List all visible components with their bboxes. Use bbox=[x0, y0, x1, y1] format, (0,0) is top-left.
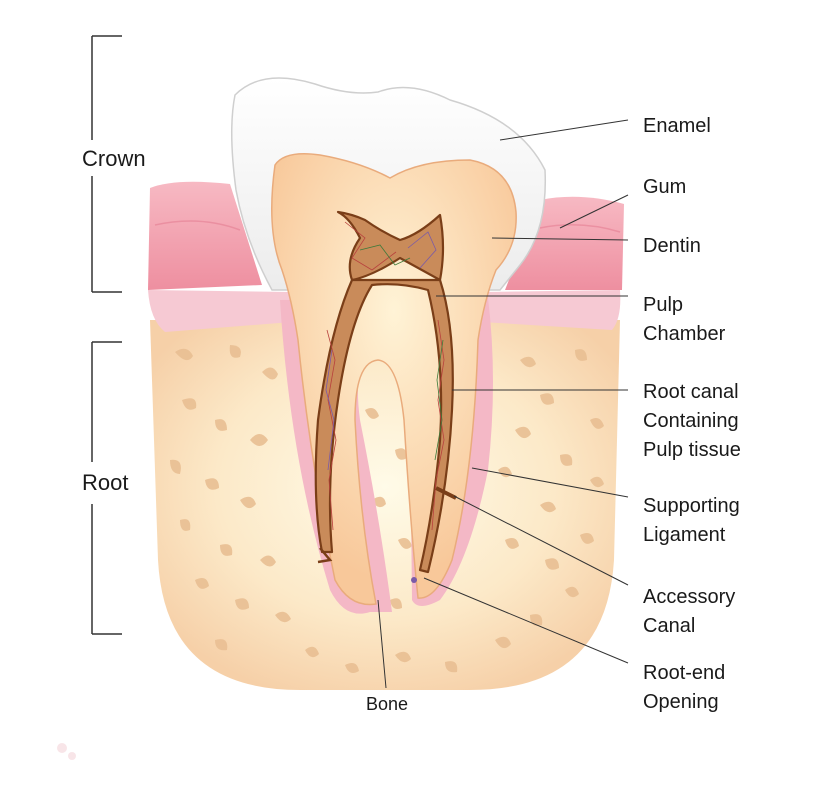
gum-band-right bbox=[479, 290, 621, 330]
bone-spots bbox=[170, 345, 604, 673]
crown-label: Crown bbox=[82, 146, 146, 171]
root-bracket bbox=[91, 341, 122, 635]
accessory-canal-label-line2: Canal bbox=[643, 615, 696, 637]
faint-mark bbox=[57, 743, 76, 760]
gum-label: Gum bbox=[643, 176, 687, 198]
root-end-label-line1: Root-end bbox=[643, 662, 726, 684]
enamel-label: Enamel bbox=[643, 115, 711, 137]
root-canal-label-line1: Root canal bbox=[643, 381, 739, 403]
ligament-label-line1: Supporting bbox=[643, 495, 740, 517]
accessory-canal-label-line1: Accessory bbox=[643, 586, 736, 608]
accessory-canal bbox=[435, 486, 457, 500]
root-canal-label-line2: Containing bbox=[643, 410, 739, 432]
bone bbox=[150, 320, 620, 690]
root-canal-label-line3: Pulp tissue bbox=[643, 439, 741, 461]
root-label: Root bbox=[82, 470, 129, 495]
pulp-chamber-label-line1: Pulp bbox=[643, 294, 684, 316]
root-end-label-line2: Opening bbox=[643, 691, 719, 713]
crown-bracket bbox=[91, 35, 122, 293]
pulp bbox=[314, 210, 454, 574]
dentin-label: Dentin bbox=[643, 235, 701, 257]
pulp-tissue bbox=[325, 221, 445, 531]
ligament-label-line2: Ligament bbox=[643, 524, 726, 546]
bone-label: Bone bbox=[366, 694, 409, 714]
leader-lines bbox=[377, 119, 629, 689]
gum-band bbox=[148, 290, 296, 332]
gum-left bbox=[148, 181, 262, 290]
pulp-chamber-label-line2: Chamber bbox=[643, 323, 726, 345]
root-end-opening bbox=[411, 577, 417, 583]
dentin bbox=[271, 153, 517, 606]
